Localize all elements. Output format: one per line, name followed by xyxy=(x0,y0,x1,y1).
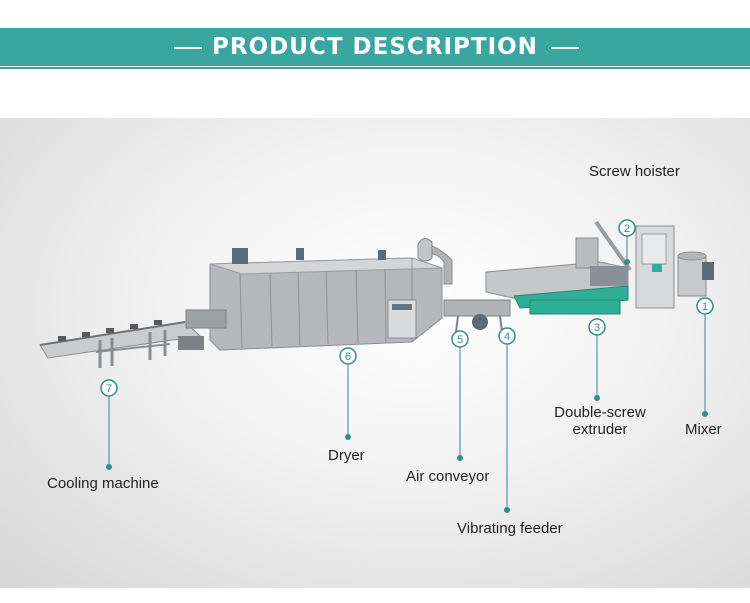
dryer-graphic xyxy=(185,238,453,351)
callout-lines xyxy=(106,236,708,513)
mixer-graphic xyxy=(677,251,714,297)
label-vibrating-feeder: Vibrating feeder xyxy=(457,520,563,537)
label-screw-hoister: Screw hoister xyxy=(589,163,680,180)
production-line-illustration xyxy=(0,118,750,588)
label-double-screw-line1: Double-screw xyxy=(554,404,646,421)
label-mixer: Mixer xyxy=(685,421,722,438)
page-title: PRODUCT DESCRIPTION xyxy=(212,34,538,60)
double-screw-extruder-graphic xyxy=(485,220,632,315)
svg-text:1: 1 xyxy=(702,301,708,313)
svg-text:3: 3 xyxy=(594,322,600,334)
title-right-dash xyxy=(551,47,579,49)
header-banner xyxy=(0,28,750,66)
marker-4: 4 xyxy=(498,327,516,345)
svg-text:7: 7 xyxy=(106,383,112,395)
label-air-conveyor: Air conveyor xyxy=(406,468,490,485)
title-left-dash xyxy=(174,47,202,49)
air-conveyor-graphic xyxy=(443,299,511,333)
marker-1: 1 xyxy=(696,297,714,315)
svg-text:6: 6 xyxy=(345,351,351,363)
label-dryer: Dryer xyxy=(328,447,365,464)
marker-2: 2 xyxy=(618,219,636,237)
control-cabinet-graphic xyxy=(635,225,675,309)
marker-6: 6 xyxy=(339,347,357,365)
marker-7: 7 xyxy=(100,379,118,397)
marker-3: 3 xyxy=(588,318,606,336)
header-underline xyxy=(0,67,750,69)
marker-5: 5 xyxy=(451,330,469,348)
svg-text:2: 2 xyxy=(624,223,630,235)
cooling-machine-graphic xyxy=(39,320,204,368)
svg-text:4: 4 xyxy=(504,331,510,343)
label-double-screw-extruder: Double-screw extruder xyxy=(547,404,653,438)
label-cooling-machine: Cooling machine xyxy=(47,475,159,492)
label-double-screw-line2: extruder xyxy=(572,421,628,438)
svg-text:5: 5 xyxy=(457,334,463,346)
